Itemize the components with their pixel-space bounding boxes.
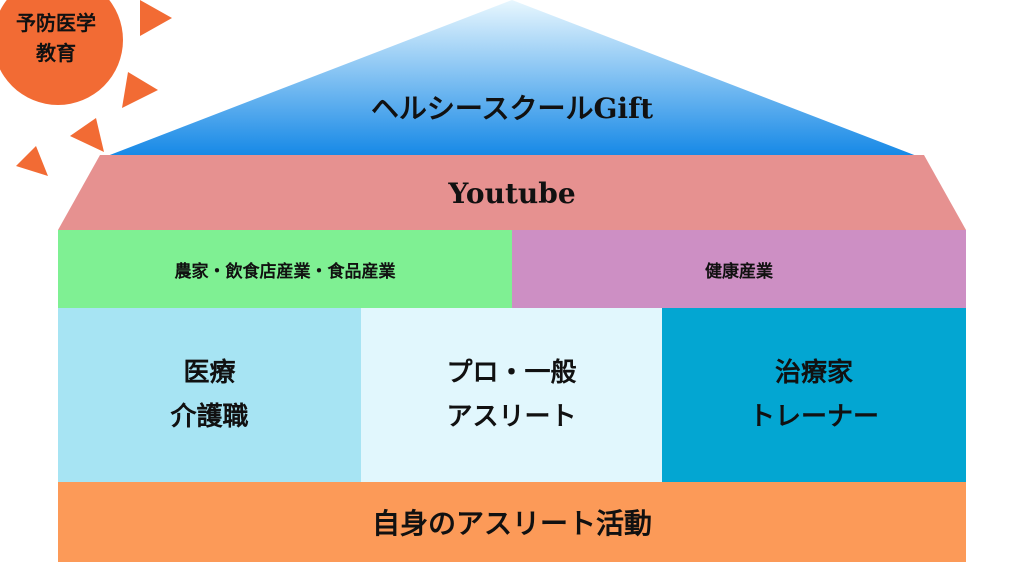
sun-ray [140, 0, 172, 36]
pillar-therapist-trainer: 治療家 トレーナー [662, 308, 966, 482]
sun-graphic [0, 0, 172, 176]
foundation-label: 自身のアスリート活動 [371, 507, 652, 540]
sun-ray [16, 146, 48, 176]
sun-circle [0, 0, 123, 105]
industry-health: 健康産業 [512, 230, 966, 308]
industry-health-label: 健康産業 [705, 261, 773, 282]
pillar-therapist-trainer-label: 治療家 トレーナー [748, 358, 879, 432]
roof-label: ヘルシースクールGift [370, 92, 654, 125]
foundation-own-athlete-activity: 自身のアスリート活動 [58, 482, 966, 562]
pillar-medical-care-label: 医療 介護職 [170, 358, 249, 432]
youtube-band [58, 155, 966, 230]
industry-food-label: 農家・飲食店産業・食品産業 [174, 261, 396, 282]
pillar-athletes: プロ・一般 アスリート [361, 308, 662, 482]
sun-ray [70, 118, 104, 152]
industry-food: 農家・飲食店産業・食品産業 [58, 230, 512, 308]
sun-label: 予防医学 教育 [16, 11, 96, 65]
roof-triangle [102, 0, 922, 158]
pillar-athletes-label: プロ・一般 アスリート [446, 358, 577, 432]
roof-shape [102, 0, 922, 158]
pillar-medical-care: 医療 介護職 [58, 308, 361, 482]
sun-ray [122, 72, 158, 108]
youtube-label: Youtube [448, 177, 576, 210]
youtube-band-shape [58, 155, 966, 230]
